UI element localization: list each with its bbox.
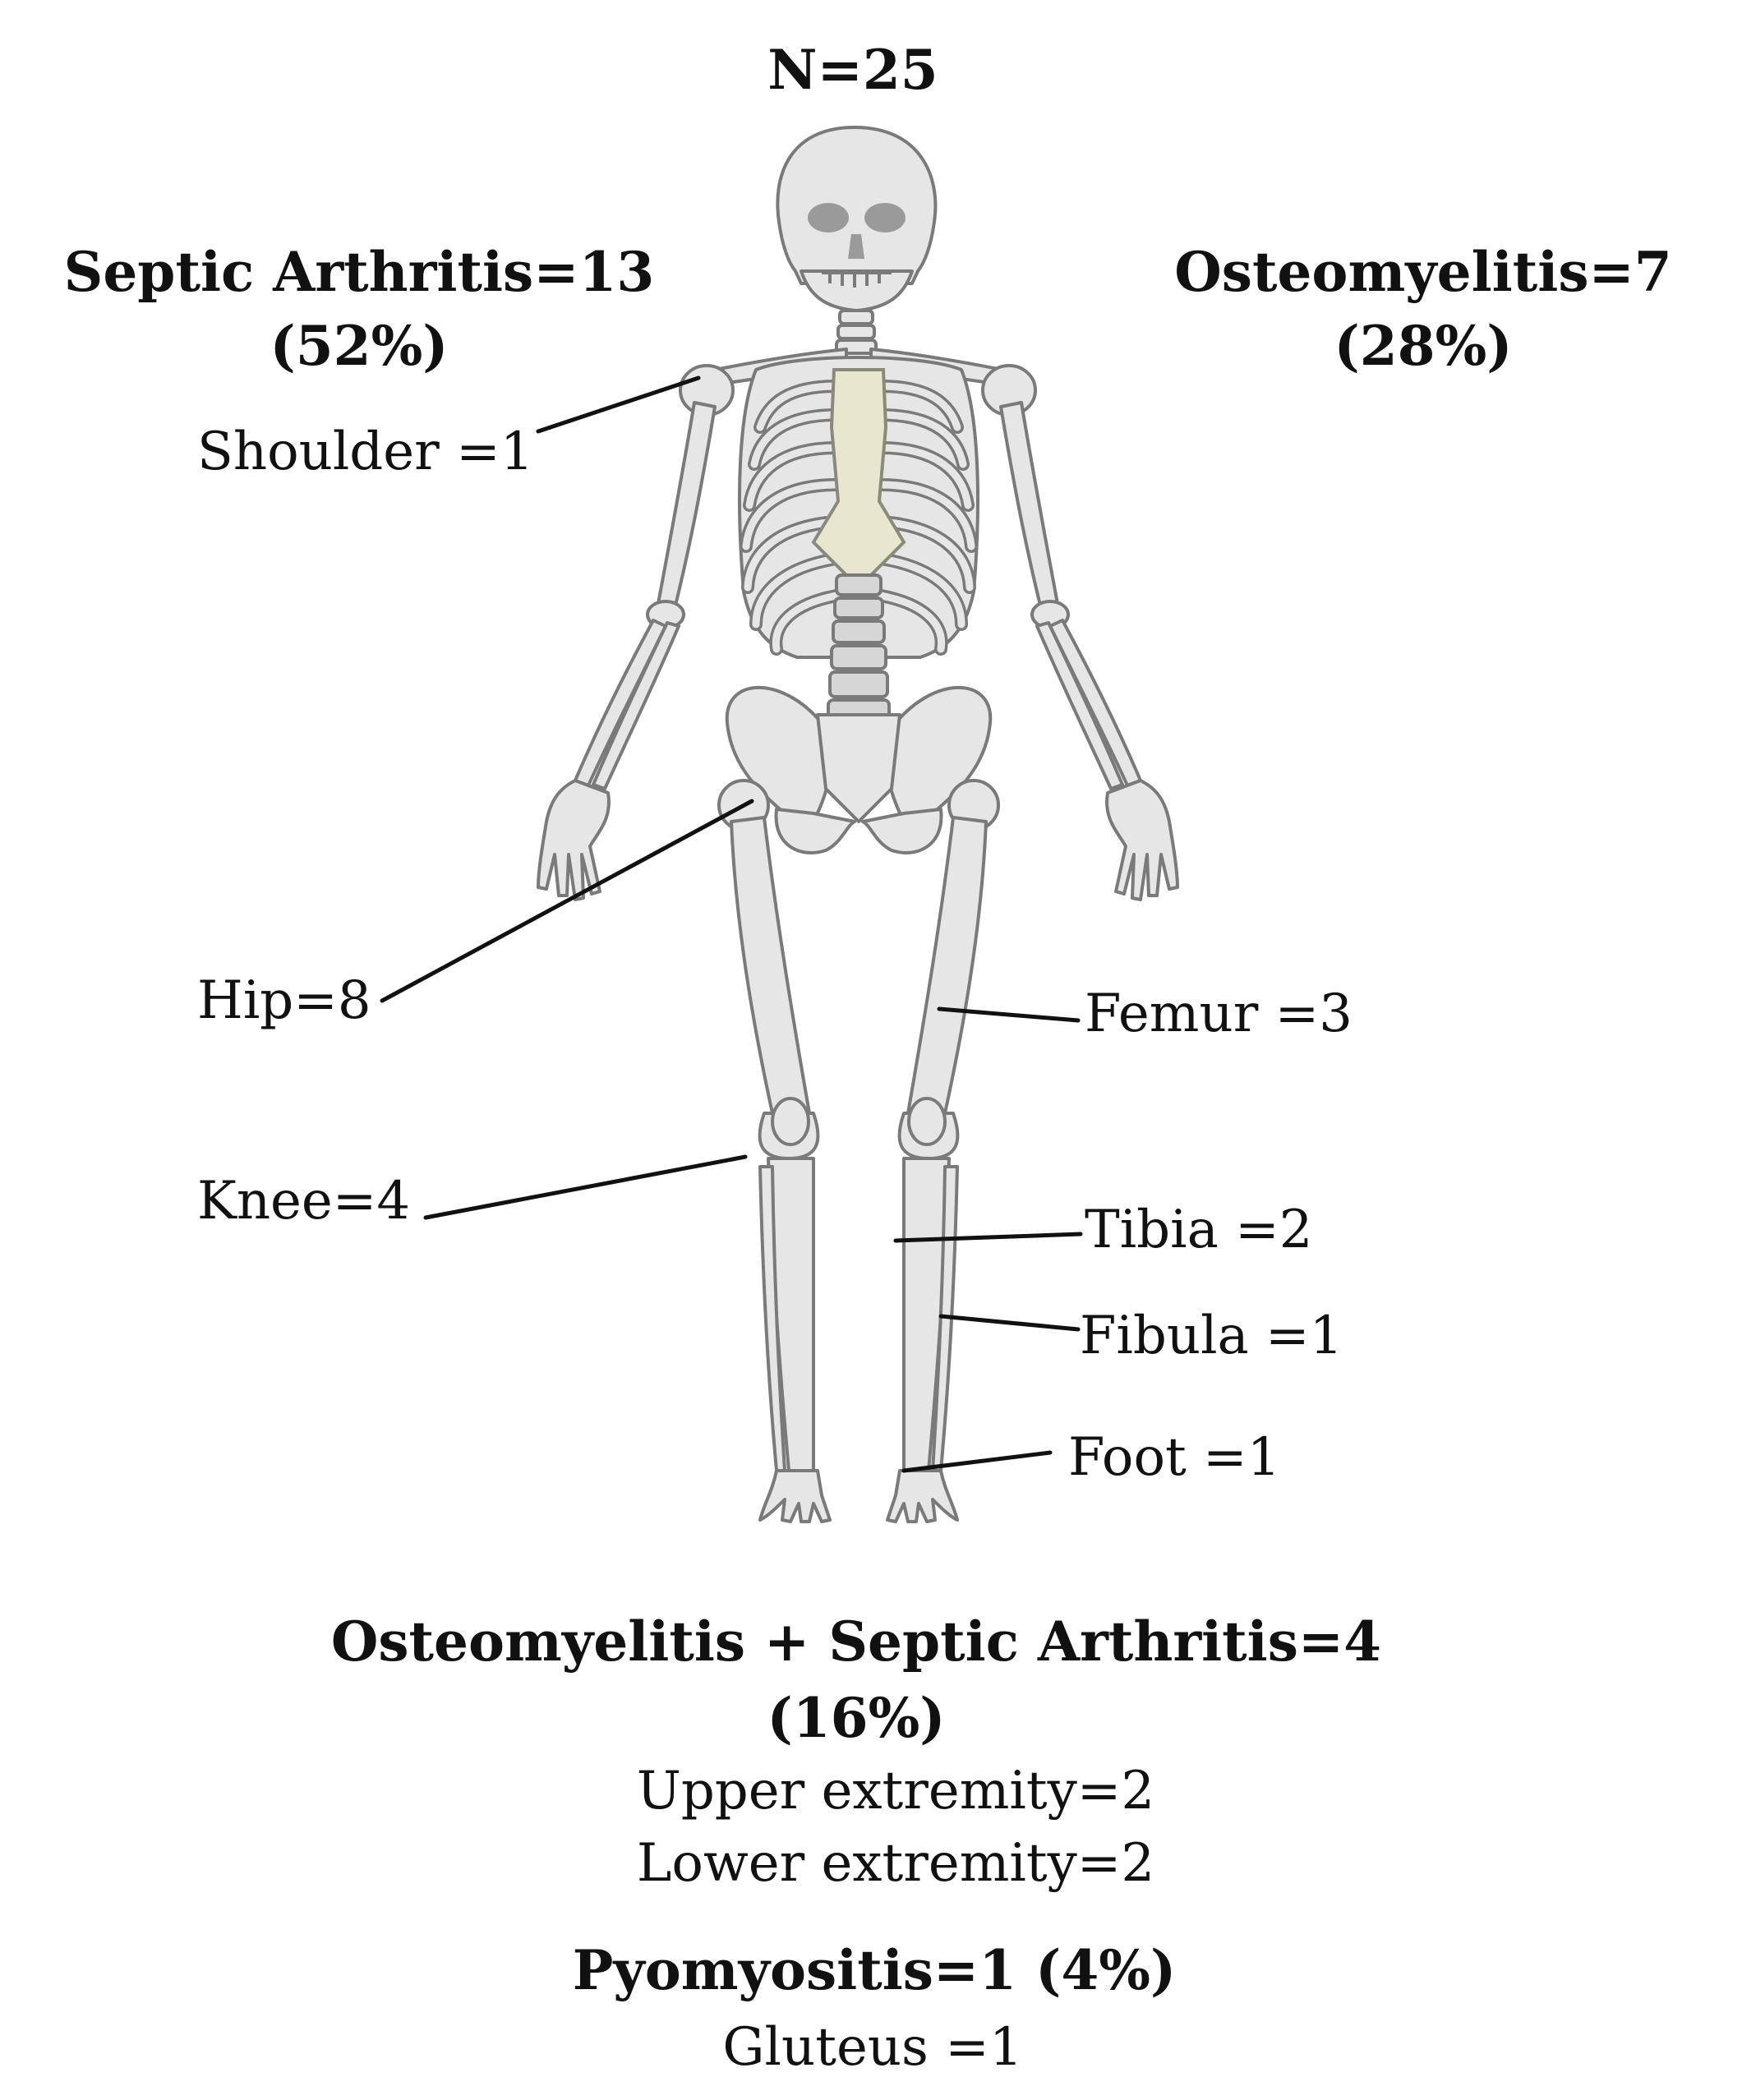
pyomyositis-title: Pyomyositis=1 (4%) [573,1943,1176,1997]
lumbar-spine [828,575,889,725]
osteomyelitis-percent: (28%) [1334,319,1512,373]
combined-upper-extremity: Upper extremity=2 [637,1765,1154,1817]
leader-line-fibula [941,1316,1078,1329]
left-arm [538,403,715,900]
combined-percent: (16%) [767,1691,945,1745]
skull [777,127,935,311]
label-hip: Hip=8 [197,974,371,1027]
total-count: N=25 [767,43,938,97]
label-gluteus: Gluteus =1 [722,2021,1022,2074]
leader-line-knee [426,1157,745,1218]
left-leg [719,781,830,1522]
leader-line-shoulder [538,378,698,431]
cervical-spine [836,311,876,353]
label-shoulder: Shoulder =1 [197,426,533,478]
right-leg [887,781,998,1522]
septic-arthritis-percent: (52%) [270,319,448,373]
osteomyelitis-title: Osteomyelitis=7 [1174,245,1671,299]
label-foot: Foot =1 [1068,1431,1280,1484]
combined-lower-extremity: Lower extremity=2 [637,1837,1154,1890]
label-tibia: Tibia =2 [1085,1204,1312,1256]
label-knee: Knee=4 [197,1175,410,1227]
label-fibula: Fibula =1 [1080,1310,1343,1362]
right-arm [1001,403,1177,900]
label-femur: Femur =3 [1085,988,1353,1040]
combined-title: Osteomyelitis + Septic Arthritis=4 [331,1614,1381,1669]
septic-arthritis-title: Septic Arthritis=13 [64,245,655,299]
